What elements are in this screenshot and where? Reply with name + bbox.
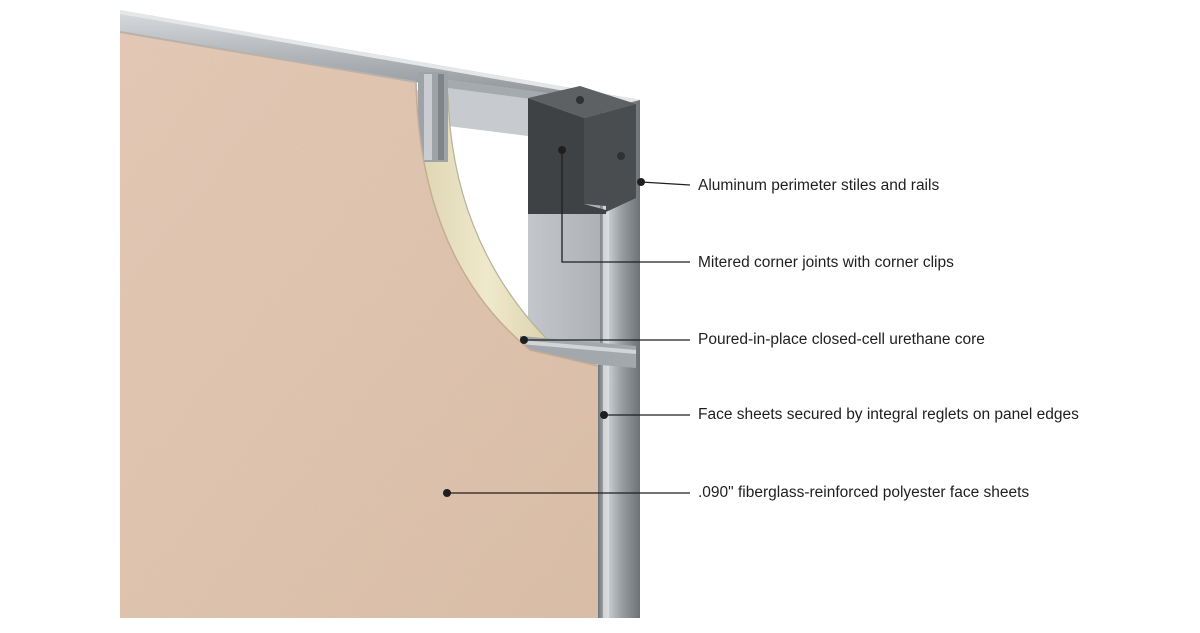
leader-mitered-corner: [558, 146, 690, 263]
corner-clip-front: [528, 98, 606, 214]
callout-urethane-core: Poured-in-place closed-cell urethane cor…: [698, 331, 985, 348]
corner-clip-side-bolt: [617, 152, 625, 160]
leader-face-sheets: [443, 489, 690, 497]
leader-stiles-rails: [637, 178, 691, 186]
face-sheet: [120, 32, 598, 618]
corner-clip-side: [584, 104, 636, 212]
callout-mitered-corner: Mitered corner joints with corner clips: [698, 254, 954, 271]
reglet-bottom-hl: [520, 340, 636, 354]
face-sheet-cut-edge: [415, 81, 599, 367]
callout-face-sheets: .090" fiberglass-reinforced polyester fa…: [698, 484, 1030, 501]
reglet-top-left-inner: [424, 74, 432, 160]
callout-stiles-rails: Aluminum perimeter stiles and rails: [698, 177, 940, 194]
leader-reglets: [600, 411, 690, 419]
corner-clip-bolt: [576, 96, 584, 104]
reglet-top-left-inner-2: [438, 74, 444, 160]
core-edge-line: [447, 93, 561, 353]
cutaway-void: [448, 126, 528, 318]
callout-reglets: Face sheets secured by integral reglets …: [698, 406, 1079, 423]
face-sheet-top-edge: [119, 31, 417, 83]
top-rail-edge: [120, 10, 640, 104]
leader-urethane-core: [520, 336, 690, 344]
urethane-core-band: [416, 90, 560, 352]
